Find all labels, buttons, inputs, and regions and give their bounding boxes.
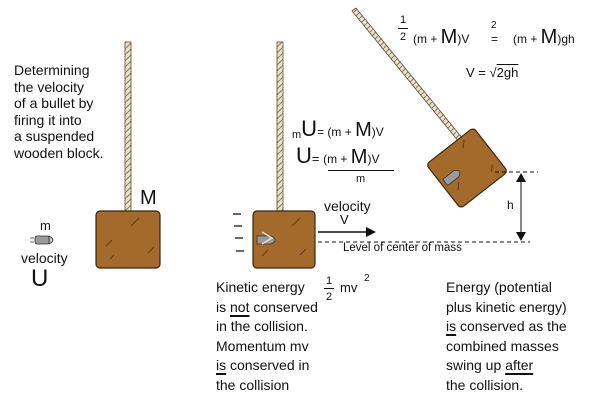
center-of-mass-label: Level of center of mass	[343, 242, 462, 254]
velocity-result: V = √2gh	[466, 66, 518, 79]
height-marker	[495, 171, 538, 241]
middle-block	[252, 210, 316, 269]
kinetic-fraction-bar	[324, 288, 334, 289]
eq-text: )gh	[557, 32, 575, 46]
eq-m-big: M	[540, 26, 558, 48]
note-text: Kinetic energy	[216, 279, 305, 295]
note-text: swing up	[446, 357, 506, 373]
momentum-equation-1: mU= (m + M)V	[292, 118, 384, 141]
kinetic-line-2: is not conserved	[216, 298, 318, 318]
embedded-bullet	[256, 231, 276, 245]
right-pendulum	[351, 7, 507, 208]
bullet-mass-label: m	[40, 218, 51, 233]
block-mass-label: M	[140, 187, 157, 209]
left-block	[95, 210, 161, 269]
eq-text: )V	[457, 32, 470, 46]
intro-line: a suspended	[14, 128, 95, 144]
note-text: conserved	[249, 298, 318, 315]
sqrt-icon: √	[489, 65, 497, 80]
energy-equation: (m + M)V	[413, 27, 469, 47]
eq-m-big: M	[355, 119, 372, 141]
eq-u: U	[301, 116, 318, 141]
momentum-equation-2: U= (m + M)V	[296, 143, 380, 168]
energy-line-1: Energy (potential	[446, 279, 552, 295]
energy-fraction-den: 2	[399, 31, 407, 43]
energy-fraction-num: 1	[399, 14, 407, 26]
energy-rhs: (m + M)gh	[513, 27, 575, 47]
intro-line: Determining	[14, 62, 90, 78]
energy-line-5: swing up after	[446, 356, 567, 376]
intro-text: Determining the velocity of a bullet by …	[14, 62, 134, 161]
eq-text: )V	[371, 125, 384, 139]
eq-text: (m +	[413, 32, 441, 46]
kinetic-fraction-num: 1	[325, 275, 333, 287]
eq-m-big: M	[350, 146, 368, 168]
kinetic-line-4: Momentum mv	[216, 337, 309, 354]
intro-line: of a bullet by	[14, 95, 94, 111]
momentum-denominator: m	[356, 173, 366, 185]
kinetic-fraction-den: 2	[325, 291, 333, 303]
middle-rope	[276, 41, 284, 215]
middle-pendulum	[233, 41, 316, 269]
eq-text: (m +	[513, 32, 541, 46]
bullet-velocity-label: velocity	[21, 250, 68, 266]
note-emphasis: is	[216, 357, 227, 373]
eq-m-big: M	[440, 26, 458, 48]
note-text: is	[216, 298, 230, 315]
energy-line-3: is conserved as the	[446, 317, 567, 337]
kinetic-expression: mv	[340, 280, 358, 295]
intro-line: wooden block.	[14, 144, 104, 161]
kinetic-energy-note: Kinetic energy is not conserved in the c…	[216, 278, 318, 395]
intro-line: the velocity	[14, 78, 85, 95]
middle-block-grain	[261, 217, 307, 257]
energy-line-2: plus kinetic energy)	[446, 298, 567, 315]
eq-text: =	[311, 151, 324, 166]
collision-velocity-symbol: V	[340, 212, 349, 227]
eq-u: U	[296, 143, 312, 168]
eq-sub-m: m	[292, 129, 302, 141]
motion-dashes	[233, 213, 244, 252]
note-text: conserved as the	[456, 318, 567, 334]
note-emphasis: after	[505, 357, 534, 373]
energy-fraction-bar	[398, 28, 408, 29]
left-pendulum	[95, 41, 161, 269]
right-block	[427, 128, 507, 208]
energy-line-6: the collision.	[446, 376, 524, 393]
bullet-velocity-symbol: U	[31, 265, 49, 292]
left-block-grain	[105, 217, 155, 260]
note-text: conserved in	[226, 357, 310, 373]
intro-line: firing it into	[14, 111, 82, 128]
energy-exponent: 2	[491, 20, 497, 31]
eq-text: )V	[367, 152, 380, 166]
note-emphasis: not	[230, 298, 250, 315]
energy-line-4: combined masses	[446, 337, 559, 354]
eq-radicand: 2gh	[496, 65, 519, 80]
note-emphasis: is	[446, 318, 457, 334]
momentum-fraction-bar	[328, 170, 394, 171]
eq-text: (m +	[323, 152, 351, 166]
energy-equals: =	[491, 32, 499, 46]
kinetic-line-3: in the collision.	[216, 318, 308, 334]
height-label: h	[507, 198, 514, 212]
kinetic-line-6: the collision	[216, 376, 290, 393]
kinetic-line-5: is conserved in	[216, 356, 318, 376]
bullet	[30, 235, 54, 245]
kinetic-line-1: Kinetic energy	[216, 278, 318, 298]
velocity-arrow	[318, 227, 376, 237]
collision-velocity-label: velocity	[324, 198, 371, 214]
eq-text: = (m +	[317, 125, 356, 139]
energy-note: Energy (potential plus kinetic energy) i…	[446, 278, 567, 395]
eq-text: V =	[466, 65, 490, 80]
kinetic-exponent: 2	[364, 273, 370, 284]
